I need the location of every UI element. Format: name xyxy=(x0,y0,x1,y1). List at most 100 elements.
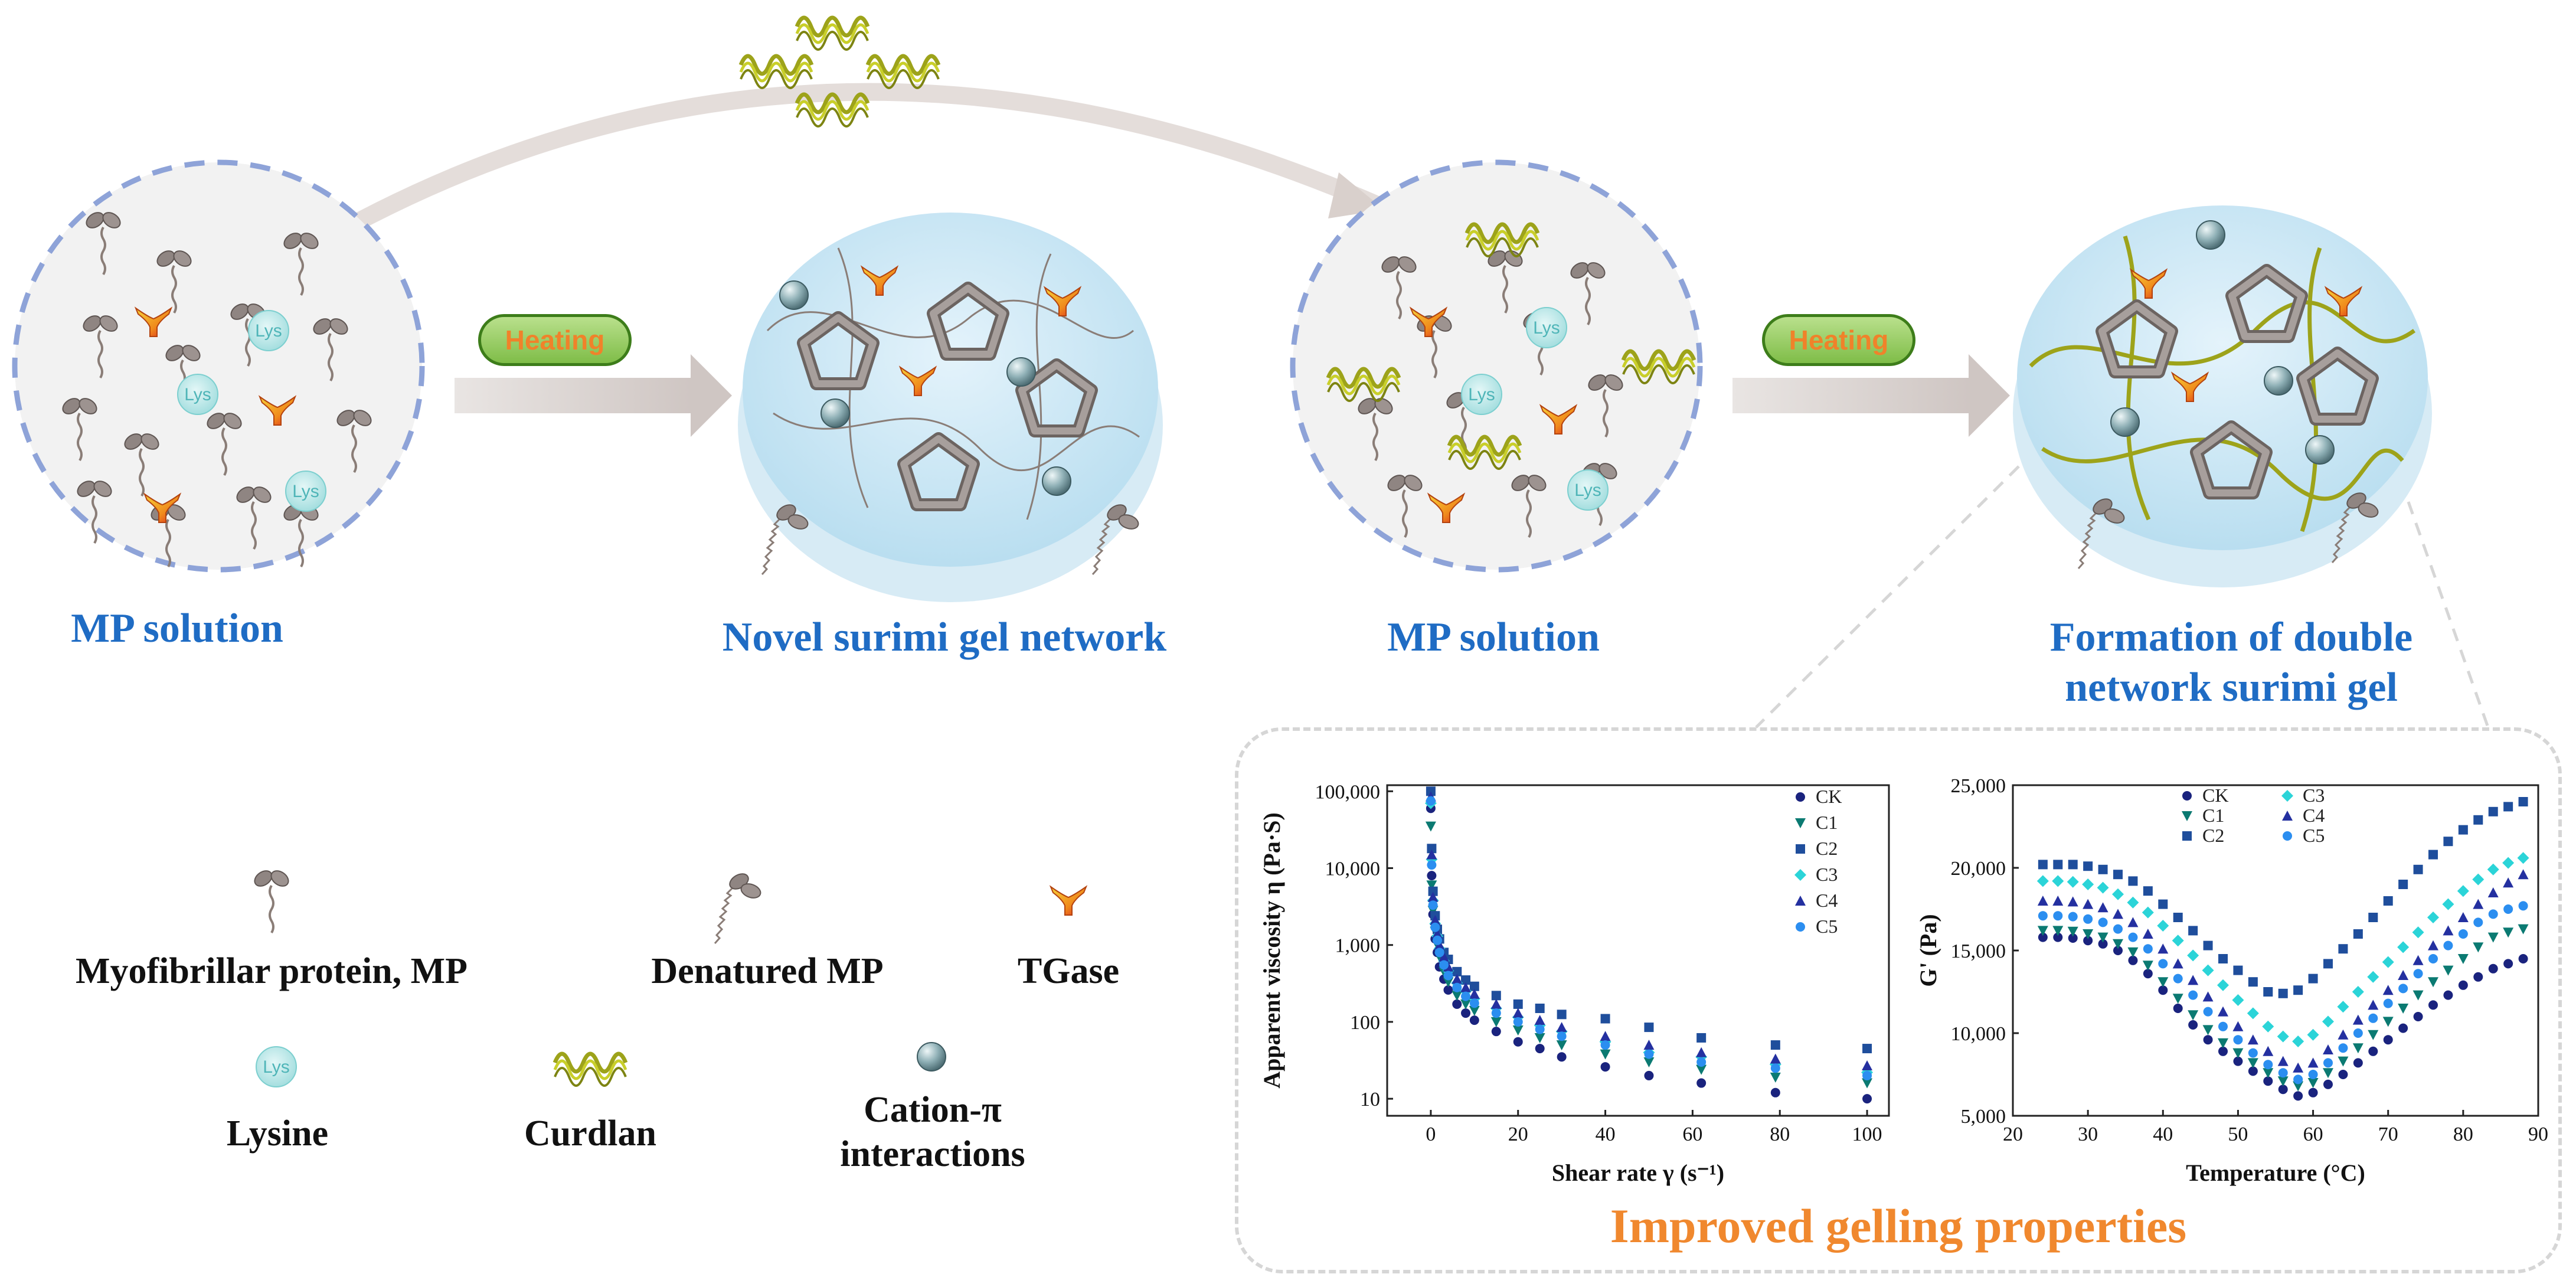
data-point-c4 xyxy=(1426,849,1437,860)
data-point-c2 xyxy=(2158,899,2168,909)
x-tick-label: 30 xyxy=(2078,1123,2098,1145)
data-point-c4 xyxy=(2428,940,2438,950)
data-point-c4 xyxy=(2263,1046,2274,1056)
data-point-ck xyxy=(2098,939,2108,949)
data-point-ck xyxy=(1557,1052,1567,1062)
legend-cation-label-line1: Cation-π xyxy=(864,1090,1002,1130)
data-point-c2 xyxy=(1535,1003,1545,1013)
data-point-c1 xyxy=(1426,880,1437,891)
data-point-c2 xyxy=(1452,966,1462,976)
x-tick-label: 80 xyxy=(1770,1123,1790,1145)
legend-marker-ck xyxy=(2182,791,2192,801)
data-point-c4 xyxy=(2113,909,2123,919)
legend-marker-c1 xyxy=(1795,818,1806,828)
x-tick-label: 50 xyxy=(2228,1123,2248,1145)
data-point-c1 xyxy=(2067,926,2078,937)
data-point-c5 xyxy=(1434,948,1444,958)
legend-marker-c5 xyxy=(1796,922,1805,932)
data-point-c3 xyxy=(2352,986,2364,998)
data-point-c3 xyxy=(2082,878,2094,890)
data-point-c3 xyxy=(2367,971,2379,983)
data-point-c2 xyxy=(1513,999,1523,1009)
improved-gelling-caption: Improved gelling properties xyxy=(1610,1199,2187,1253)
data-point-c3 xyxy=(2262,1020,2274,1033)
data-point-c2 xyxy=(2218,954,2228,963)
lys-text: Lys xyxy=(255,321,282,341)
x-tick-label: 40 xyxy=(2153,1123,2173,1145)
data-point-c5 xyxy=(1427,860,1437,870)
data-point-ck xyxy=(2518,954,2528,963)
legend-marker-c1 xyxy=(2182,811,2192,821)
data-point-c2 xyxy=(1770,1040,1780,1050)
data-point-ck xyxy=(1770,1087,1780,1097)
data-point-c1 xyxy=(1490,1017,1502,1027)
data-point-c1 xyxy=(2443,965,2454,976)
data-point-c1 xyxy=(2232,1048,2244,1059)
data-point-ck xyxy=(2038,932,2048,942)
data-point-c1 xyxy=(1443,977,1454,988)
y-tick-label: 10 xyxy=(1360,1089,1380,1110)
legend-lysine-label: Lysine xyxy=(226,1113,329,1154)
data-point-c2 xyxy=(2188,926,2198,936)
heating-badge-1: Heating xyxy=(478,314,632,366)
data-point-c4 xyxy=(2307,1057,2319,1068)
data-point-c2 xyxy=(2293,985,2303,995)
data-point-ck xyxy=(2353,1058,2363,1068)
data-point-c4 xyxy=(2487,887,2499,897)
data-point-c4 xyxy=(2202,991,2214,1002)
lys-text: Lys xyxy=(292,482,319,501)
data-point-c5 xyxy=(1862,1070,1872,1080)
data-point-c3 xyxy=(2427,912,2439,923)
data-point-c1 xyxy=(2037,926,2048,936)
legend-label-c1: C1 xyxy=(2202,805,2224,826)
data-point-c1 xyxy=(1862,1078,1873,1089)
data-point-c3 xyxy=(2217,979,2229,991)
legend-label-c1: C1 xyxy=(1816,812,1838,833)
x-tick-label: 60 xyxy=(2303,1123,2323,1145)
data-point-c1 xyxy=(2097,932,2108,943)
data-point-c2 xyxy=(2038,860,2048,870)
y-tick-label: 1,000 xyxy=(1335,935,1381,957)
data-point-c4 xyxy=(1534,1015,1545,1025)
data-point-c3 xyxy=(2157,920,2169,932)
data-point-ck xyxy=(2293,1091,2303,1101)
data-point-c3 xyxy=(2172,935,2184,947)
data-point-c4 xyxy=(1434,939,1445,950)
legend-marker-c4 xyxy=(1795,896,1806,906)
double-network-title-line1: Formation of double xyxy=(2049,615,2413,660)
data-point-ck xyxy=(2248,1066,2258,1076)
data-point-c2 xyxy=(2083,861,2093,871)
data-point-c5 xyxy=(2308,1070,2318,1079)
x-tick-label: 20 xyxy=(2003,1123,2023,1145)
data-point-c5 xyxy=(2113,924,2123,934)
data-point-c2 xyxy=(1600,1014,1610,1024)
data-point-c1 xyxy=(2127,947,2139,958)
data-point-c5 xyxy=(2203,1007,2213,1017)
data-point-ck xyxy=(2428,1000,2438,1010)
data-point-ck xyxy=(2308,1087,2318,1097)
data-point-c2 xyxy=(2458,825,2468,835)
data-point-c2 xyxy=(2323,959,2333,969)
data-point-c2 xyxy=(2383,896,2393,906)
data-point-c1 xyxy=(2398,1004,2409,1014)
data-point-c5 xyxy=(2428,954,2438,963)
data-point-c2 xyxy=(1428,886,1438,896)
data-point-c4 xyxy=(2443,925,2454,936)
data-point-c1 xyxy=(2323,1068,2333,1079)
data-point-c5 xyxy=(2383,998,2393,1008)
legend-label-c4: C4 xyxy=(1816,890,1838,911)
legend-mp-icon xyxy=(250,866,293,934)
y-tick-label: 20,000 xyxy=(1951,858,2006,880)
x-tick-label: 60 xyxy=(1682,1123,1702,1145)
data-point-c1 xyxy=(1696,1064,1707,1075)
data-point-c4 xyxy=(2412,955,2424,965)
data-point-c4 xyxy=(2142,929,2153,939)
data-point-ck xyxy=(2413,1012,2423,1021)
legend-marker-c5 xyxy=(2283,831,2292,841)
data-point-c1 xyxy=(2352,1043,2363,1054)
data-point-c3 xyxy=(2292,1036,2304,1047)
data-point-c4 xyxy=(2247,1034,2258,1045)
data-point-c2 xyxy=(2068,860,2078,870)
data-point-c2 xyxy=(1427,844,1437,854)
data-point-c4 xyxy=(2368,999,2379,1010)
